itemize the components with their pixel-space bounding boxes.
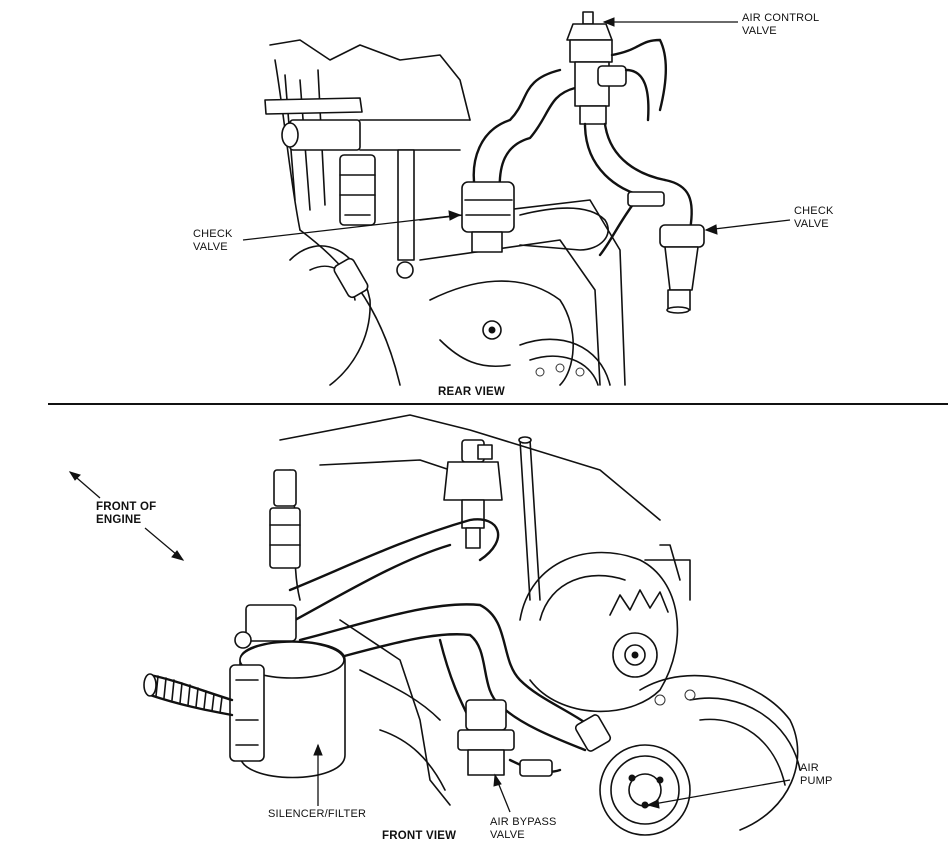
silencer-filter-label: SILENCER/FILTER <box>268 808 367 820</box>
check-valve-left-label: CHECK VALVE <box>193 228 233 254</box>
air-control-valve-label-line2: VALVE <box>742 25 777 37</box>
check-valve-left-leader <box>242 214 461 241</box>
front-of-engine-label-line2: ENGINE <box>96 514 142 526</box>
air-bypass-valve-label-line1: AIR BYPASS <box>490 816 557 828</box>
front-view-label: FRONT VIEW <box>382 830 457 842</box>
check-valve-right-label-line1: CHECK <box>794 205 834 217</box>
front-view-illustration <box>143 414 801 836</box>
air-pump-label-line1: AIR <box>800 762 819 774</box>
check-valve-left-label-line2: VALVE <box>193 241 228 253</box>
air-bypass-valve-label-line2: VALVE <box>490 829 525 841</box>
check-valve-right-leader <box>705 219 791 231</box>
air-bypass-valve-label: AIR BYPASS VALVE <box>490 816 557 842</box>
air-pump-leader <box>647 779 791 806</box>
rear-view-illustration <box>264 11 705 386</box>
air-control-valve-label: AIR CONTROL VALVE <box>742 12 819 38</box>
air-control-valve-label-line1: AIR CONTROL <box>742 12 820 24</box>
check-valve-right-label: CHECK VALVE <box>794 205 834 231</box>
air-pump-label: AIR PUMP <box>800 762 833 788</box>
air-pump-label-line2: PUMP <box>800 775 833 787</box>
front-of-engine-label: FRONT OF ENGINE <box>96 501 156 527</box>
front-of-engine-label-line1: FRONT OF <box>96 501 157 513</box>
check-valve-left-label-line1: CHECK <box>193 228 233 240</box>
rear-view-label: REAR VIEW <box>438 386 505 398</box>
check-valve-right-label-line2: VALVE <box>794 218 829 230</box>
